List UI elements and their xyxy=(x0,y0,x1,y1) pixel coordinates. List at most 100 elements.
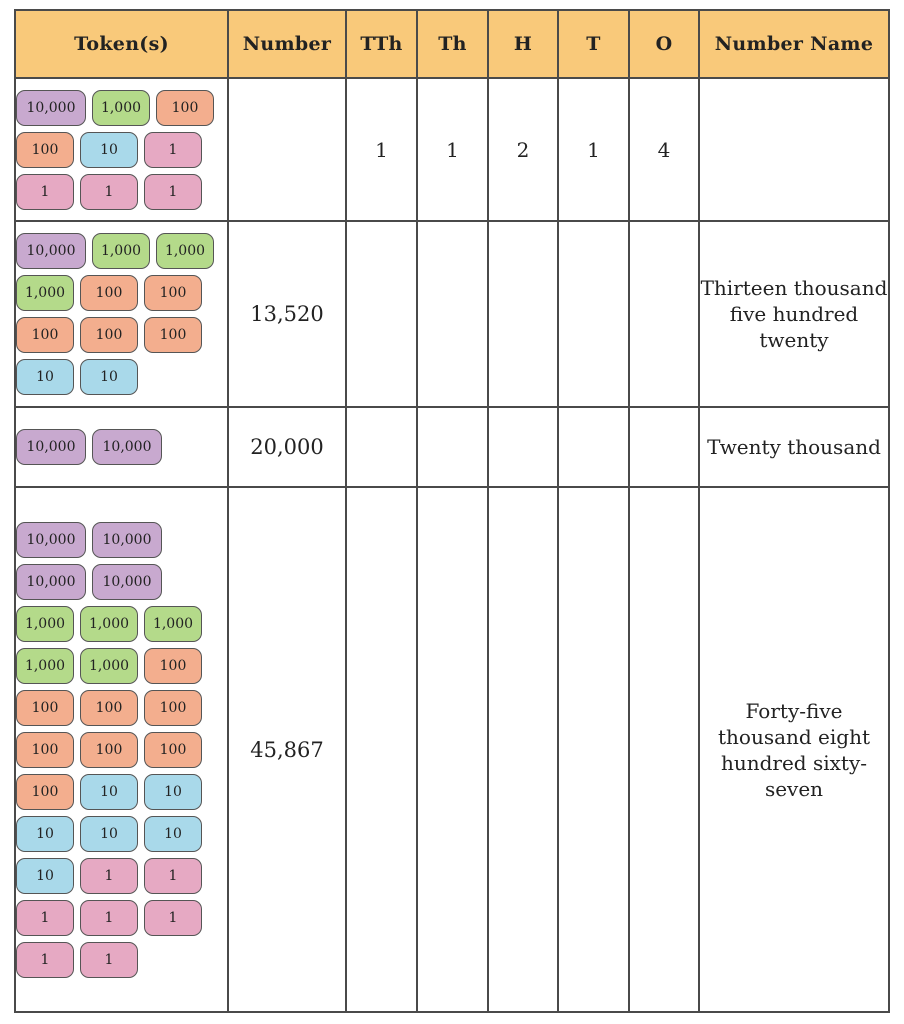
token-1000: 1,000 xyxy=(16,275,74,311)
token-1: 1 xyxy=(16,941,74,978)
digit-tens xyxy=(557,220,630,408)
token-10000: 10,000 xyxy=(16,521,86,558)
header-tens: T xyxy=(557,9,630,79)
token-10: 10 xyxy=(144,773,202,810)
header-ten-thousands: TTh xyxy=(345,9,418,79)
token-1: 1 xyxy=(144,857,202,894)
token-10: 10 xyxy=(80,773,138,810)
digit-ones xyxy=(628,486,700,1013)
token-100: 100 xyxy=(144,689,202,726)
token-100: 100 xyxy=(156,89,214,126)
token-100: 100 xyxy=(16,731,74,768)
token-1000: 1,000 xyxy=(144,605,202,642)
token-1: 1 xyxy=(80,173,138,210)
token-100: 100 xyxy=(144,317,202,353)
token-10: 10 xyxy=(80,131,138,168)
token-10000: 10,000 xyxy=(92,521,162,558)
token-100: 100 xyxy=(80,275,138,311)
header-number-name: Number Name xyxy=(698,9,890,79)
token-100: 100 xyxy=(16,689,74,726)
digit-hundreds: 2 xyxy=(487,77,559,222)
token-1: 1 xyxy=(144,131,202,168)
digit-thousands xyxy=(416,486,489,1013)
digit-ones xyxy=(628,406,700,488)
number-cell: 45,867 xyxy=(227,486,347,1013)
token-10: 10 xyxy=(16,359,74,395)
number-cell: 20,000 xyxy=(227,406,347,488)
number-name-cell: Thirteen thousand five hundred twenty xyxy=(698,220,890,408)
table-header: Token(s) Number TTh Th H T O Number Name xyxy=(14,9,890,79)
digit-thousands xyxy=(416,406,489,488)
token-1: 1 xyxy=(16,899,74,936)
digit-ones: 4 xyxy=(628,77,700,222)
token-100: 100 xyxy=(144,275,202,311)
place-value-table: Token(s) Number TTh Th H T O Number Name… xyxy=(14,9,890,1013)
token-100: 100 xyxy=(16,317,74,353)
token-1000: 1,000 xyxy=(80,605,138,642)
token-10: 10 xyxy=(16,815,74,852)
digit-thousands: 1 xyxy=(416,77,489,222)
number-cell xyxy=(227,77,347,222)
token-10000: 10,000 xyxy=(16,233,86,269)
token-10000: 10,000 xyxy=(16,89,86,126)
token-1: 1 xyxy=(80,941,138,978)
token-100: 100 xyxy=(144,731,202,768)
number-cell: 13,520 xyxy=(227,220,347,408)
token-100: 100 xyxy=(16,773,74,810)
header-row: Token(s) Number TTh Th H T O Number Name xyxy=(14,9,890,79)
token-10: 10 xyxy=(16,857,74,894)
token-10: 10 xyxy=(144,815,202,852)
token-1000: 1,000 xyxy=(92,89,150,126)
header-number: Number xyxy=(227,9,347,79)
digit-hundreds xyxy=(487,220,559,408)
digit-tens xyxy=(557,406,630,488)
digit-ten-thousands xyxy=(345,406,418,488)
digit-tens xyxy=(557,486,630,1013)
token-1000: 1,000 xyxy=(156,233,214,269)
token-1000: 1,000 xyxy=(16,647,74,684)
digit-ten-thousands: 1 xyxy=(345,77,418,222)
digit-ten-thousands xyxy=(345,486,418,1013)
digit-ones xyxy=(628,220,700,408)
token-100: 100 xyxy=(144,647,202,684)
header-hundreds: H xyxy=(487,9,559,79)
token-1: 1 xyxy=(16,173,74,210)
token-10000: 10,000 xyxy=(92,429,162,465)
token-10: 10 xyxy=(80,359,138,395)
token-100: 100 xyxy=(80,689,138,726)
token-10: 10 xyxy=(80,815,138,852)
header-tokens: Token(s) xyxy=(14,9,229,79)
token-1000: 1,000 xyxy=(80,647,138,684)
header-ones: O xyxy=(628,9,700,79)
digit-tens: 1 xyxy=(557,77,630,222)
token-100: 100 xyxy=(80,317,138,353)
digit-hundreds xyxy=(487,406,559,488)
token-100: 100 xyxy=(80,731,138,768)
token-1000: 1,000 xyxy=(92,233,150,269)
number-name-cell: Forty-five thousand eight hundred sixty-… xyxy=(698,486,890,1013)
